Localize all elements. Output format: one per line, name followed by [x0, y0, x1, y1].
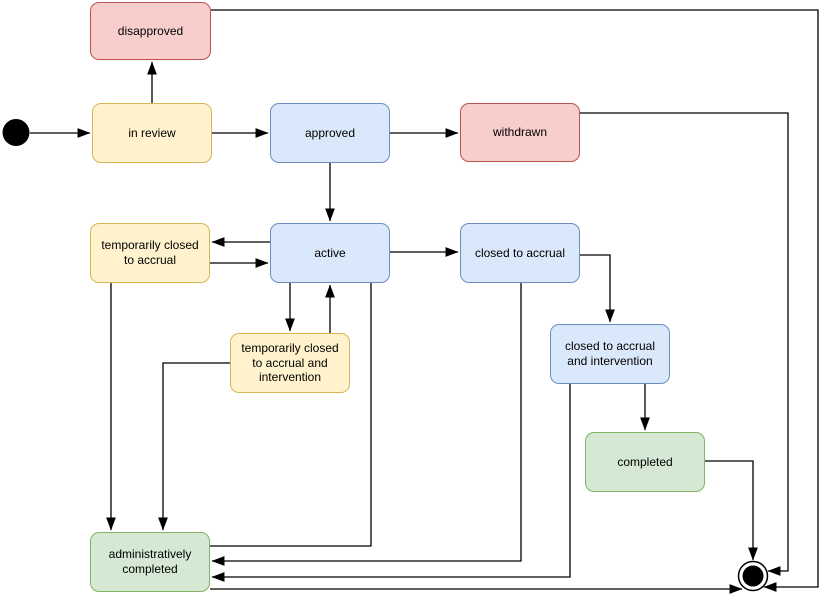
state-closed-to-accrual-and-intervention: closed to accrual and intervention — [550, 324, 670, 384]
final-state-node — [737, 560, 769, 592]
state-approved: approved — [270, 103, 390, 163]
edge-active-to-administratively-completed — [210, 283, 372, 547]
state-completed: completed — [585, 432, 705, 492]
state-in-review: in review — [92, 103, 212, 163]
state-closed-to-accrual: closed to accrual — [460, 223, 580, 283]
edge-disapproved-to-end — [211, 9, 819, 592]
edge-closed-to-accrual-to-administratively-completed — [211, 283, 522, 566]
state-label: temporarily closed to accrual and interv… — [241, 341, 339, 385]
edge-closed-to-accrual-to-closed-to-accrual-and-intervention — [580, 254, 615, 323]
state-label: completed — [617, 454, 673, 469]
state-administratively-completed: administratively completed — [90, 532, 210, 592]
state-active: active — [270, 223, 390, 283]
state-label: approved — [304, 125, 356, 140]
state-label: closed to accrual and intervention — [564, 339, 656, 368]
state-label: in review — [128, 125, 176, 140]
edge-withdrawn-to-end — [580, 112, 789, 576]
state-label: temporarily closed to accrual — [101, 238, 199, 267]
state-label: closed to accrual — [474, 245, 566, 260]
edge-closed-to-accrual-and-intervention-to-administratively-completed — [211, 384, 571, 582]
state-disapproved: disapproved — [90, 2, 211, 60]
state-label: disapproved — [117, 23, 184, 38]
state-temporarily-closed-to-accrual: temporarily closed to accrual — [90, 223, 210, 283]
state-label: withdrawn — [492, 125, 548, 140]
state-label: active — [314, 245, 346, 260]
edge-completed-to-end — [705, 460, 758, 561]
state-temporarily-closed-to-accrual-and-intervention: temporarily closed to accrual and interv… — [230, 333, 350, 393]
state-label: administratively completed — [108, 547, 192, 576]
state-withdrawn: withdrawn — [460, 103, 580, 162]
initial-state-node — [2, 119, 30, 146]
edge-temporarily-closed-to-accrual-and-intervention-to-administratively-completed — [158, 362, 230, 531]
